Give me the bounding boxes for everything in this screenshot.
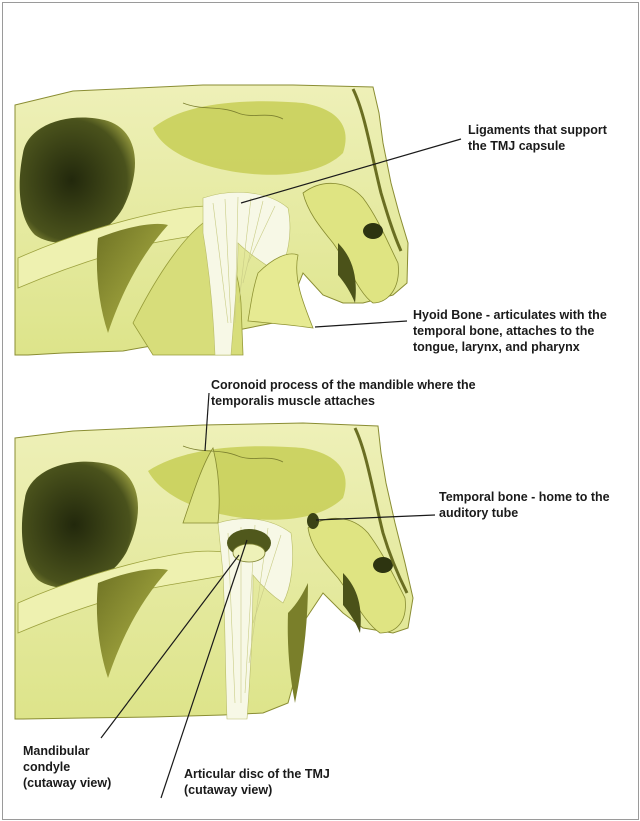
- lower-skull-drawing: [15, 423, 413, 719]
- label-articular-disc: Articular disc of the TMJ (cutaway view): [184, 766, 330, 798]
- lower-ear-canal: [373, 557, 393, 573]
- label-mandibular-condyle: Mandibular condyle (cutaway view): [23, 743, 111, 791]
- label-ligaments-tmj-capsule: Ligaments that support the TMJ capsule: [468, 122, 607, 154]
- label-temporal-bone: Temporal bone - home to the auditory tub…: [439, 489, 610, 521]
- leader-hyoid: [315, 321, 407, 327]
- lower-auditory-opening: [307, 513, 319, 529]
- label-hyoid-bone: Hyoid Bone - articulates with the tempor…: [413, 307, 607, 355]
- upper-skull-drawing: [15, 85, 408, 355]
- lower-mandibular-condyle: [233, 544, 265, 562]
- upper-ear-canal: [363, 223, 383, 239]
- label-coronoid-process: Coronoid process of the mandible where t…: [211, 377, 476, 409]
